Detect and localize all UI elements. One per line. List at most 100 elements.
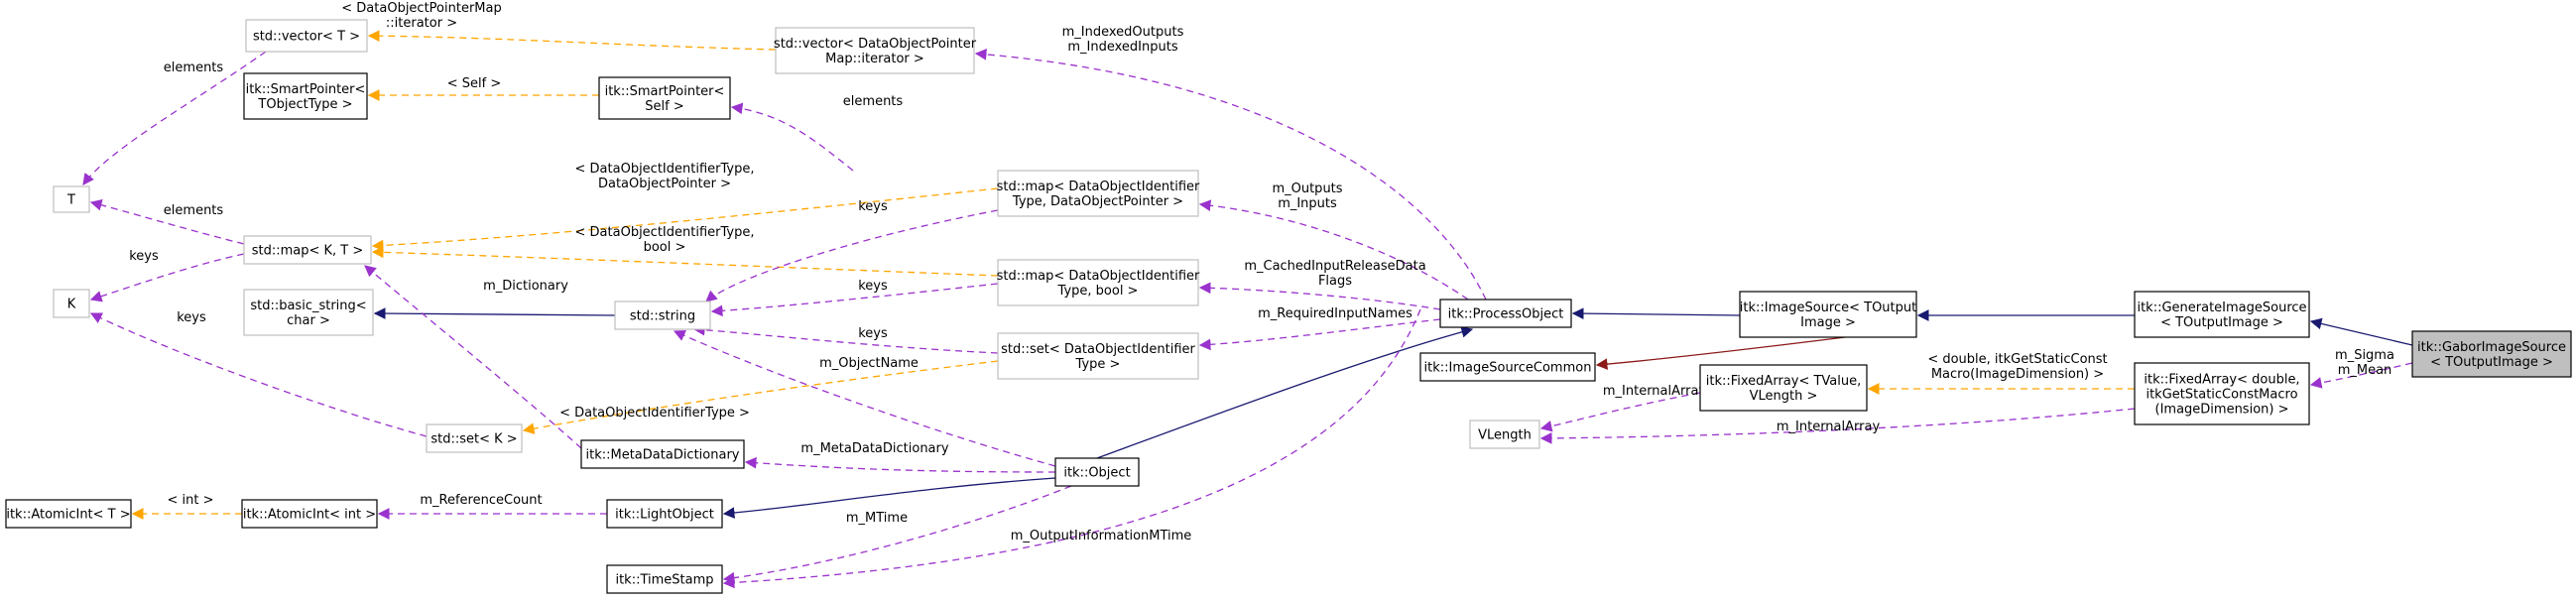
node-box[interactable]	[606, 499, 723, 529]
node-box[interactable]	[1439, 299, 1572, 328]
node-box[interactable]	[580, 439, 745, 469]
node-box[interactable]	[614, 301, 711, 330]
node-k[interactable]: K	[53, 289, 90, 318]
edge-label: m_InternalArray	[1603, 384, 1707, 399]
node-gabor[interactable]: itk::GaborImageSource< TOutputImage >	[2411, 330, 2572, 378]
node-image-source[interactable]: itk::ImageSource< TOutputImage >	[1739, 291, 1917, 338]
edge-e5: elements	[89, 199, 245, 245]
edge-line	[82, 51, 267, 185]
node-image-source-common[interactable]: itk::ImageSourceCommon	[1419, 352, 1596, 382]
node-box[interactable]	[997, 332, 1199, 380]
node-string[interactable]: std::string	[614, 301, 711, 330]
node-sp-t[interactable]: itk::SmartPointer<TObjectType >	[243, 72, 368, 120]
edge-label: < Self >	[447, 76, 502, 91]
edge-line	[722, 485, 1072, 584]
node-box[interactable]	[1054, 457, 1140, 487]
node-vec-dop[interactable]: std::vector< DataObjectPointerMap::itera…	[774, 27, 977, 74]
node-box[interactable]	[598, 76, 731, 120]
edge-e19: m_ObjectName	[673, 329, 1056, 467]
node-box[interactable]	[243, 289, 374, 336]
node-box[interactable]	[1699, 364, 1868, 412]
node-atomic-int[interactable]: itk::AtomicInt< int >	[241, 499, 378, 529]
node-t[interactable]: T	[53, 185, 90, 213]
node-box[interactable]	[1469, 420, 1540, 449]
node-label: < TOutputImage >	[2160, 315, 2283, 330]
node-label: Map::iterator >	[825, 52, 924, 66]
node-box[interactable]	[53, 185, 90, 213]
node-box[interactable]	[245, 19, 368, 53]
edge-e7: < DataObjectIdentifierType,DataObjectPoi…	[371, 162, 999, 252]
node-set-k[interactable]: std::set< K >	[426, 423, 523, 453]
edge-line	[705, 209, 999, 302]
edge-label: m_Sigma	[2335, 348, 2394, 363]
node-box[interactable]	[426, 423, 523, 453]
edge-label: elements	[164, 60, 224, 75]
node-box[interactable]	[1419, 352, 1596, 382]
node-map-dop[interactable]: std::map< DataObjectIdentifierType, Data…	[997, 170, 1200, 217]
edge-label: m_OutputInformationMTime	[1011, 529, 1192, 543]
node-process-object[interactable]: itk::ProcessObject	[1439, 299, 1572, 328]
edge-line	[367, 30, 777, 51]
node-atomic-t[interactable]: itk::AtomicInt< T >	[5, 499, 132, 529]
edge-label: < double, itkGetStaticConst	[1927, 352, 2107, 367]
node-label: itk::GenerateImageSource	[2137, 301, 2306, 315]
node-label: itk::MetaDataDictionary	[586, 448, 740, 463]
node-label: Type, DataObjectPointer >	[1012, 194, 1183, 209]
node-box[interactable]	[775, 27, 975, 74]
node-box[interactable]	[243, 72, 368, 120]
node-box[interactable]	[5, 499, 132, 529]
node-set-doi[interactable]: std::set< DataObjectIdentifierType >	[997, 332, 1199, 380]
edge-label: < DataObjectIdentifierType >	[559, 406, 750, 421]
node-fixed-array-t[interactable]: itk::FixedArray< TValue,VLength >	[1699, 364, 1868, 412]
node-label: (ImageDimension) >	[2155, 403, 2289, 418]
node-generate-image-source[interactable]: itk::GenerateImageSource< TOutputImage >	[2134, 291, 2310, 338]
node-box[interactable]	[1739, 291, 1917, 338]
edge-e29: m_InternalArray	[1539, 408, 2136, 444]
node-box[interactable]	[241, 499, 378, 529]
edge-line	[2309, 317, 2413, 346]
node-box[interactable]	[2134, 291, 2310, 338]
edge-e3: < Self >	[367, 76, 599, 101]
node-label: itk::SmartPointer<	[246, 82, 366, 97]
node-box[interactable]	[243, 235, 372, 265]
node-box[interactable]	[997, 170, 1199, 217]
edge-line	[722, 308, 1421, 589]
edge-label: m_Dictionary	[483, 279, 568, 294]
edge-e18: < DataObjectIdentifierType >	[522, 360, 999, 434]
node-basic-string[interactable]: std::basic_string<char >	[243, 289, 374, 336]
node-map-kt[interactable]: std::map< K, T >	[243, 235, 372, 265]
node-vlength[interactable]: VLength	[1469, 420, 1540, 449]
node-box[interactable]	[2134, 362, 2310, 425]
edge-label: elements	[843, 94, 904, 109]
node-box[interactable]	[997, 259, 1199, 306]
node-label: Type, bool >	[1057, 284, 1139, 299]
edge-label: keys	[858, 279, 888, 294]
edge-label: keys	[129, 249, 159, 264]
node-fixed-array-d[interactable]: itk::FixedArray< double,itkGetStaticCons…	[2134, 362, 2310, 425]
edge-e30: m_MetaDataDictionary	[744, 441, 1056, 473]
edge-e8: < DataObjectIdentifierType,bool >	[371, 225, 999, 277]
node-time-stamp[interactable]: itk::TimeStamp	[606, 564, 723, 594]
node-label: std::string	[630, 309, 695, 324]
node-vec-t[interactable]: std::vector< T >	[245, 19, 368, 53]
edge-label: m_CachedInputReleaseData	[1244, 259, 1425, 274]
edge-line	[730, 102, 854, 172]
node-sp-self[interactable]: itk::SmartPointer<Self >	[598, 76, 731, 120]
node-map-bool[interactable]: std::map< DataObjectIdentifierType, bool…	[997, 259, 1200, 306]
node-box[interactable]	[606, 564, 723, 594]
edge-label: m_IndexedOutputs	[1062, 25, 1184, 40]
node-box[interactable]	[2411, 330, 2572, 378]
node-meta-dict[interactable]: itk::MetaDataDictionary	[580, 439, 745, 469]
edge-line	[1198, 282, 1441, 310]
edge-line	[522, 360, 999, 434]
edge-e24	[1096, 326, 1474, 459]
edge-line	[371, 246, 999, 277]
node-object[interactable]: itk::Object	[1054, 457, 1140, 487]
node-label: VLength >	[1750, 389, 1818, 404]
node-label: itk::LightObject	[615, 508, 714, 523]
node-light-object[interactable]: itk::LightObject	[606, 499, 723, 529]
node-box[interactable]	[53, 289, 90, 318]
